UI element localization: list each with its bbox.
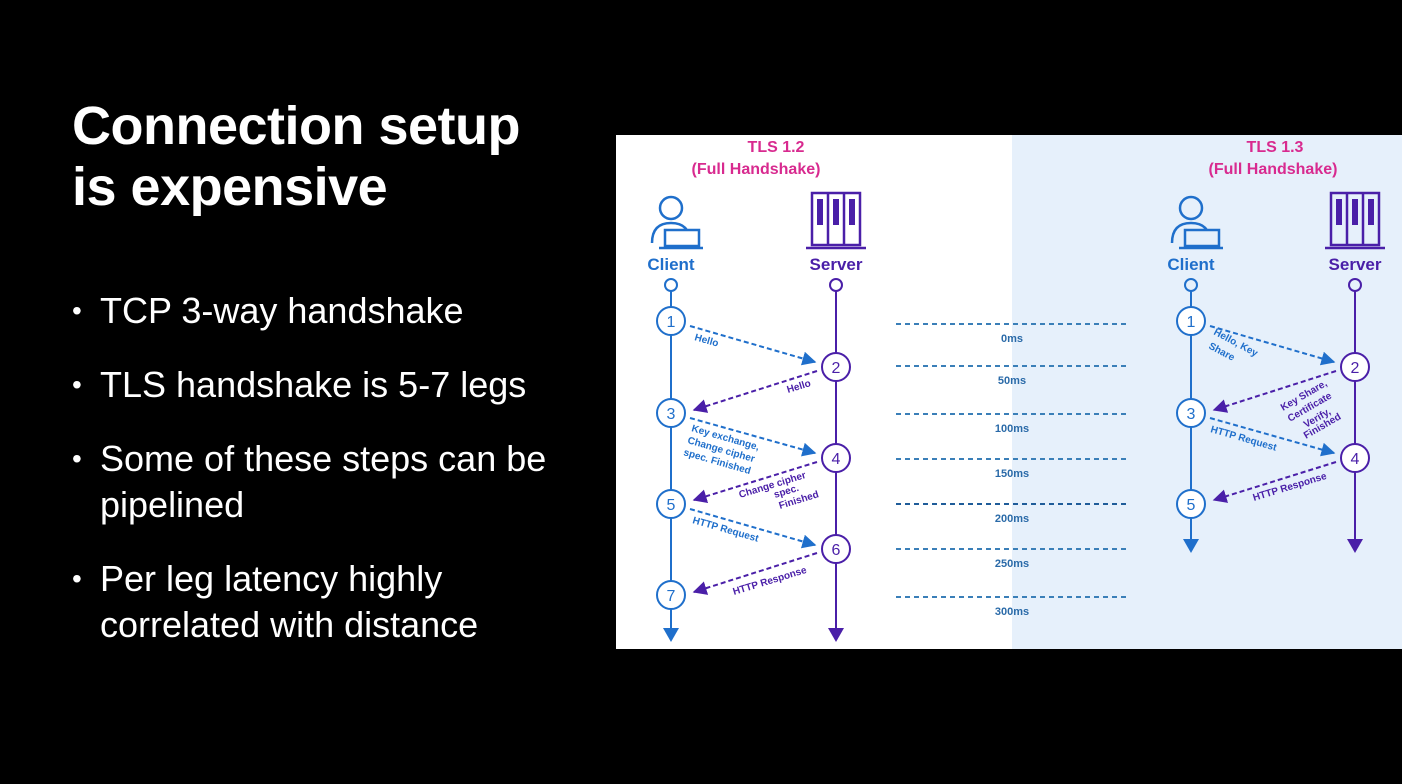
tls13-arrow-2 (1212, 370, 1337, 413)
tls13-arrow-3 (1209, 417, 1336, 457)
tls13-client-label: Client (1167, 255, 1215, 274)
slide-title: Connection setup is expensive (72, 96, 612, 218)
tls12-arrow-6 (692, 552, 818, 595)
tls12-client-lifeline-arrow (663, 628, 679, 642)
timeline-label: 100ms (995, 423, 1029, 435)
tls-handshake-diagram: TLS 1.2 (Full Handshake) TLS 1.3 (Full H… (616, 135, 1402, 649)
tls12-msg-2: Hello (786, 378, 813, 396)
tls13-arrow-1 (1209, 325, 1336, 366)
tls13-step-3-label: 3 (1187, 406, 1196, 423)
tls12-step-4-label: 4 (832, 451, 841, 468)
timeline-label: 200ms (995, 513, 1029, 525)
tls12-msg-5: HTTP Request (691, 515, 760, 545)
tls13-step-4-label: 4 (1351, 451, 1360, 468)
tls12-server-lifeline-arrow (828, 628, 844, 642)
tls13-subtitle: (Full Handshake) (1209, 161, 1338, 178)
tls12-step-3: 3 (656, 398, 686, 428)
tls13-client-lifeline-start (1184, 278, 1198, 292)
client-icon (650, 195, 703, 250)
tls12-arrow-4 (692, 461, 818, 503)
tls12-step-5: 5 (656, 489, 686, 519)
tls13-step-2: 2 (1340, 352, 1370, 382)
tls12-msg-6: HTTP Response (732, 565, 809, 598)
timeline-label: 150ms (995, 468, 1029, 480)
tls13-panel-background (1012, 135, 1402, 649)
tls13-step-5-label: 5 (1187, 497, 1196, 514)
tls13-title: TLS 1.3 (1247, 139, 1304, 156)
tls12-step-2: 2 (821, 352, 851, 382)
tls13-server-lifeline-start (1348, 278, 1362, 292)
server-icon (1325, 191, 1385, 250)
bullet-item: TCP 3-way handshake (72, 288, 592, 334)
tls12-msg-1: Hello (693, 332, 720, 349)
tls-diagram-svg: TLS 1.2 (Full Handshake) TLS 1.3 (Full H… (647, 135, 1402, 649)
tls12-step-7-label: 7 (667, 588, 676, 605)
tls12-arrow-3 (689, 417, 817, 457)
tls12-arrow-1 (689, 325, 817, 366)
bullet-item: Per leg latency highly correlated with d… (72, 556, 592, 648)
tls12-step-4: 4 (821, 443, 851, 473)
tls12-arrow-2 (692, 370, 818, 413)
tls13-client-lifeline-arrow (1183, 539, 1199, 553)
timeline-label: 250ms (995, 558, 1029, 570)
tls13-step-4: 4 (1340, 443, 1370, 473)
tls12-server-label: Server (810, 255, 863, 274)
tls13-step-3: 3 (1176, 398, 1206, 428)
tls13-arrow-4 (1212, 461, 1337, 503)
tls12-step-3-label: 3 (667, 406, 676, 423)
tls12-step-6: 6 (821, 534, 851, 564)
bullet-item: Some of these steps can be pipelined (72, 436, 592, 528)
tls12-step-5-label: 5 (667, 497, 676, 514)
tls13-step-1: 1 (1176, 306, 1206, 336)
tls12-title: TLS 1.2 (748, 139, 805, 156)
timeline-label: 300ms (995, 606, 1029, 618)
tls12-arrow-5 (689, 508, 817, 549)
tls12-step-1: 1 (656, 306, 686, 336)
tls12-step-2-label: 2 (832, 360, 841, 377)
server-icon (806, 191, 866, 250)
slide-title-line-2: is expensive (72, 157, 388, 218)
bullet-list: TCP 3-way handshake TLS handshake is 5-7… (72, 288, 592, 676)
tls12-step-1-label: 1 (667, 314, 676, 331)
tls12-client-label: Client (647, 255, 695, 274)
timeline-label: 0ms (1001, 333, 1023, 345)
tls13-step-1-label: 1 (1187, 314, 1196, 331)
tls12-subtitle: (Full Handshake) (692, 161, 821, 178)
tls13-server-label: Server (1329, 255, 1382, 274)
slide-title-line-1: Connection setup (72, 96, 521, 156)
bullet-item: TLS handshake is 5-7 legs (72, 362, 592, 408)
tls12-server-lifeline-start (829, 278, 843, 292)
tls12-step-6-label: 6 (832, 542, 841, 559)
tls12-step-7: 7 (656, 580, 686, 610)
client-icon (1170, 195, 1223, 250)
tls12-client-lifeline-start (664, 278, 678, 292)
timeline-label: 50ms (998, 375, 1026, 387)
tls13-server-lifeline-arrow (1347, 539, 1363, 553)
tls13-step-2-label: 2 (1351, 360, 1360, 377)
timeline: 0ms 50ms 100ms 150ms 200ms 250ms 300ms (896, 323, 1128, 618)
tls13-step-5: 5 (1176, 489, 1206, 519)
